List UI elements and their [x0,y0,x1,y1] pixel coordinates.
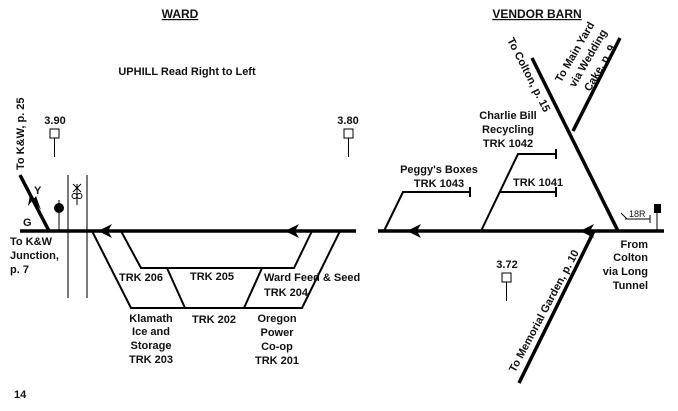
crossover-206-202 [166,267,186,309]
connection-from-colton-line1: From [621,239,649,251]
siding-inner [120,230,313,269]
connection-memorial-garden: To Memorial Garden, p. 10 [507,248,582,374]
track-label-203-line3: Storage [131,340,172,352]
signal-head-icon [54,203,64,213]
track-label-1043-name: Peggy's Boxes [400,164,478,176]
direction-arrow-icon [98,224,112,238]
ward-title: WARD [162,7,199,21]
vendor-barn-title: VENDOR BARN [492,7,581,21]
track-label-204: TRK 204 [264,287,309,299]
spur-trk1042 [480,153,556,232]
milepost-marker-icon [501,272,512,283]
signal-label: 18R [629,209,646,219]
direction-arrow-icon [407,224,421,238]
crossing-signal-icon [71,183,83,205]
track-label-1042-line2: Recycling [482,124,534,136]
milepost-marker-icon [343,128,354,139]
page-number: 14 [14,389,27,401]
signal-aspect-y: Y [34,185,42,197]
direction-arrow-icon [285,224,299,238]
connection-from-colton-line4: Tunnel [613,280,648,292]
signal-head-icon [654,204,661,213]
kw-branch-track [18,174,51,232]
signal-aspect-g: G [23,217,32,229]
memorial-garden-branch-track [517,230,596,384]
track-label-203-line1: Klamath [129,313,173,325]
track-label-201-line3: Co-op [261,341,293,353]
milepost-label: 3.80 [337,115,358,127]
siding-outer [91,230,341,309]
milepost-390: 3.90 [44,115,66,157]
track-label-1042: TRK 1042 [483,138,533,150]
track-label-202: TRK 202 [192,314,236,326]
connection-colton-p15: To Colton, p. 15 [504,36,552,114]
track-label-204-name: Ward Feed & Seed [264,272,360,284]
connection-kw-junction-line2: Junction, [10,250,59,262]
track-label-203-line2: Ice and [132,326,170,338]
track-label-205: TRK 205 [190,271,234,283]
track-label-203: TRK 203 [129,354,173,366]
milepost-380: 3.80 [337,115,359,157]
track-label-201-line1: Oregon [257,313,296,325]
track-label-201-line2: Power [260,327,294,339]
track-label-1041: TRK 1041 [513,177,563,189]
connection-kw-p25: To K&W, p. 25 [15,97,27,170]
milepost-marker-icon [49,128,60,139]
milepost-label: 3.72 [496,259,517,271]
ward-subtitle: UPHILL Read Right to Left [118,66,256,78]
milepost-label: 3.90 [44,115,65,127]
track-label-206: TRK 206 [119,272,163,284]
track-label-1043: TRK 1043 [414,178,464,190]
track-label-1042-line1: Charlie Bill [479,110,536,122]
track-label-201: TRK 201 [255,355,299,367]
connection-kw-junction-line1: To K&W [10,236,53,248]
connection-kw-junction-line3: p. 7 [10,264,29,276]
spur-trk1043 [383,191,470,232]
connection-from-colton-line2: Colton [613,252,648,264]
crossover-204-202 [243,267,263,309]
milepost-372: 3.72 [496,259,518,301]
direction-arrow-icon [28,195,41,210]
signal-18r: 18R [620,204,661,231]
connection-from-colton-line3: via Long [603,266,648,278]
colton-branch-track [530,57,620,232]
main-yard-branch-track [571,37,622,132]
